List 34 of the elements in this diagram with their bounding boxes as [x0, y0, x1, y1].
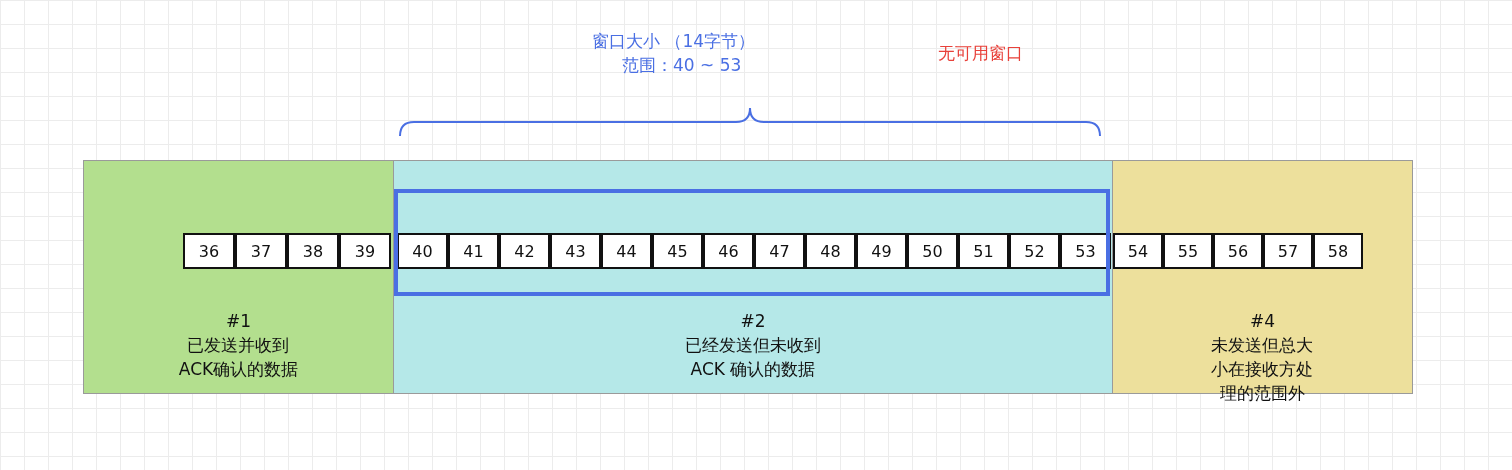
region-description: 未发送但总大小在接收方处理的范围外 — [1210, 334, 1315, 405]
sequence-number-cell: 57 — [1263, 233, 1313, 269]
sequence-number-cell: 44 — [601, 233, 652, 269]
sequence-number-cell: 56 — [1213, 233, 1263, 269]
region-panel — [393, 160, 1113, 394]
sequence-number-cell: 55 — [1163, 233, 1213, 269]
region-description: 已经发送但未收到ACK 确认的数据 — [684, 334, 822, 381]
region-number: #2 — [739, 310, 767, 333]
sequence-number-cell: 51 — [958, 233, 1009, 269]
sequence-number-cell: 58 — [1313, 233, 1363, 269]
sequence-number-cell: 41 — [448, 233, 499, 269]
window-range-label: 范围：40 ~ 53 — [622, 54, 742, 77]
region-number: #1 — [224, 310, 253, 333]
sequence-number-cell: 43 — [550, 233, 601, 269]
region-description: 已发送并收到ACK确认的数据 — [177, 334, 300, 381]
sequence-number-cell: 49 — [856, 233, 907, 269]
region-number: #4 — [1248, 310, 1277, 333]
sequence-number-cell: 48 — [805, 233, 856, 269]
sequence-number-cell: 37 — [235, 233, 287, 269]
sequence-number-cell: 47 — [754, 233, 805, 269]
sequence-number-cell: 36 — [183, 233, 235, 269]
sequence-number-cell: 38 — [287, 233, 339, 269]
sequence-number-cell: 46 — [703, 233, 754, 269]
sequence-number-cell: 53 — [1060, 233, 1111, 269]
sequence-number-cell: 54 — [1113, 233, 1163, 269]
sequence-number-cell: 45 — [652, 233, 703, 269]
sequence-number-cell: 39 — [339, 233, 391, 269]
sequence-number-cell: 42 — [499, 233, 550, 269]
window-size-label: 窗口大小 （14字节） — [592, 30, 756, 53]
sequence-number-cell: 40 — [397, 233, 448, 269]
no-window-label: 无可用窗口 — [938, 42, 1023, 65]
region-panel — [83, 160, 394, 394]
sequence-number-cell: 50 — [907, 233, 958, 269]
sequence-number-cell: 52 — [1009, 233, 1060, 269]
